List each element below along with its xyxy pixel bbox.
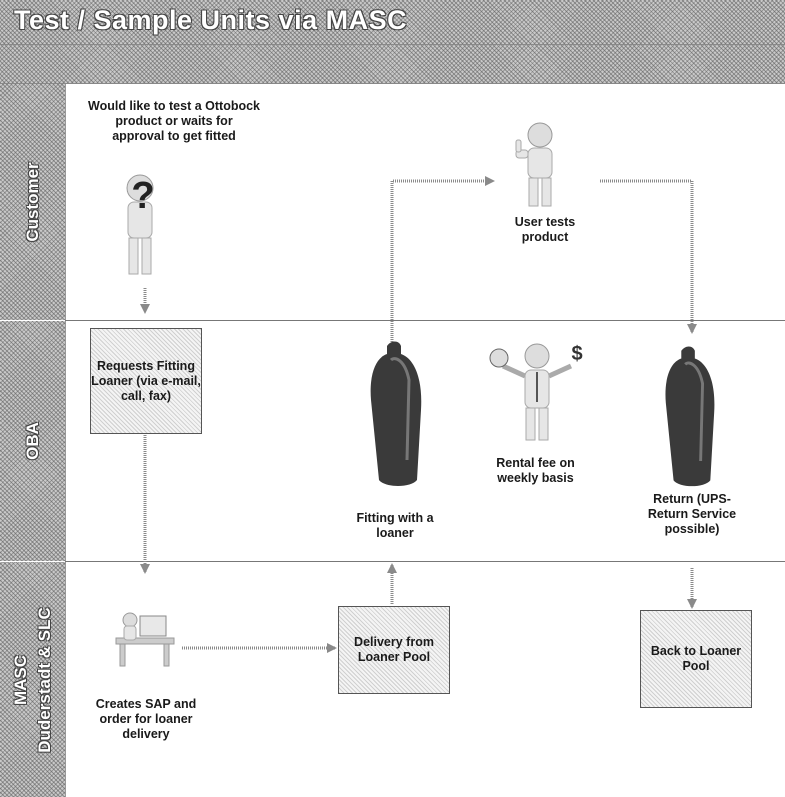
- subtitle-bar: [0, 45, 785, 84]
- money-person-icon: $: [489, 343, 583, 441]
- node-customer-wants-test: Would like to test a Ottobock product or…: [88, 99, 261, 143]
- lane-label-customer: Customer: [0, 84, 66, 320]
- node-rental-fee: Rental fee on weekly basis: [496, 456, 575, 485]
- node-requests-fitting-loaner: Requests Fitting Loaner (via e-mail, cal…: [90, 328, 202, 434]
- prosthetic-socket-icon: [370, 341, 422, 486]
- node-return-ups: Return (UPS-Return Service possible): [647, 492, 737, 536]
- thumbs-up-person-icon: [515, 122, 553, 207]
- arrow-fitting-to-user: [390, 176, 495, 342]
- prosthetic-socket-icon-return: [665, 346, 715, 487]
- lane-label-masc: MASC Duderstadt & SLC: [0, 562, 66, 797]
- arrow-user-to-return: [600, 179, 697, 334]
- lane-separator-1: [65, 320, 785, 321]
- title-bar: Test / Sample Units via MASC: [0, 0, 785, 45]
- node-back-to-pool: Back to Loaner Pool: [640, 610, 752, 708]
- lane-label-oba: OBA: [0, 321, 66, 561]
- lane-separator-2: [65, 561, 785, 562]
- page-title: Test / Sample Units via MASC: [14, 5, 408, 35]
- svg-text:?: ?: [131, 175, 154, 217]
- node-creates-sap-order: Creates SAP and order for loaner deliver…: [95, 697, 197, 741]
- computer-desk-icon: [115, 612, 175, 667]
- svg-text:$: $: [571, 343, 582, 365]
- node-user-tests-product: User tests product: [514, 215, 576, 244]
- node-delivery-from-pool: Delivery from Loaner Pool: [338, 606, 450, 694]
- node-fitting-with-loaner: Fitting with a loaner: [356, 511, 434, 540]
- question-person-icon: ?: [126, 174, 155, 275]
